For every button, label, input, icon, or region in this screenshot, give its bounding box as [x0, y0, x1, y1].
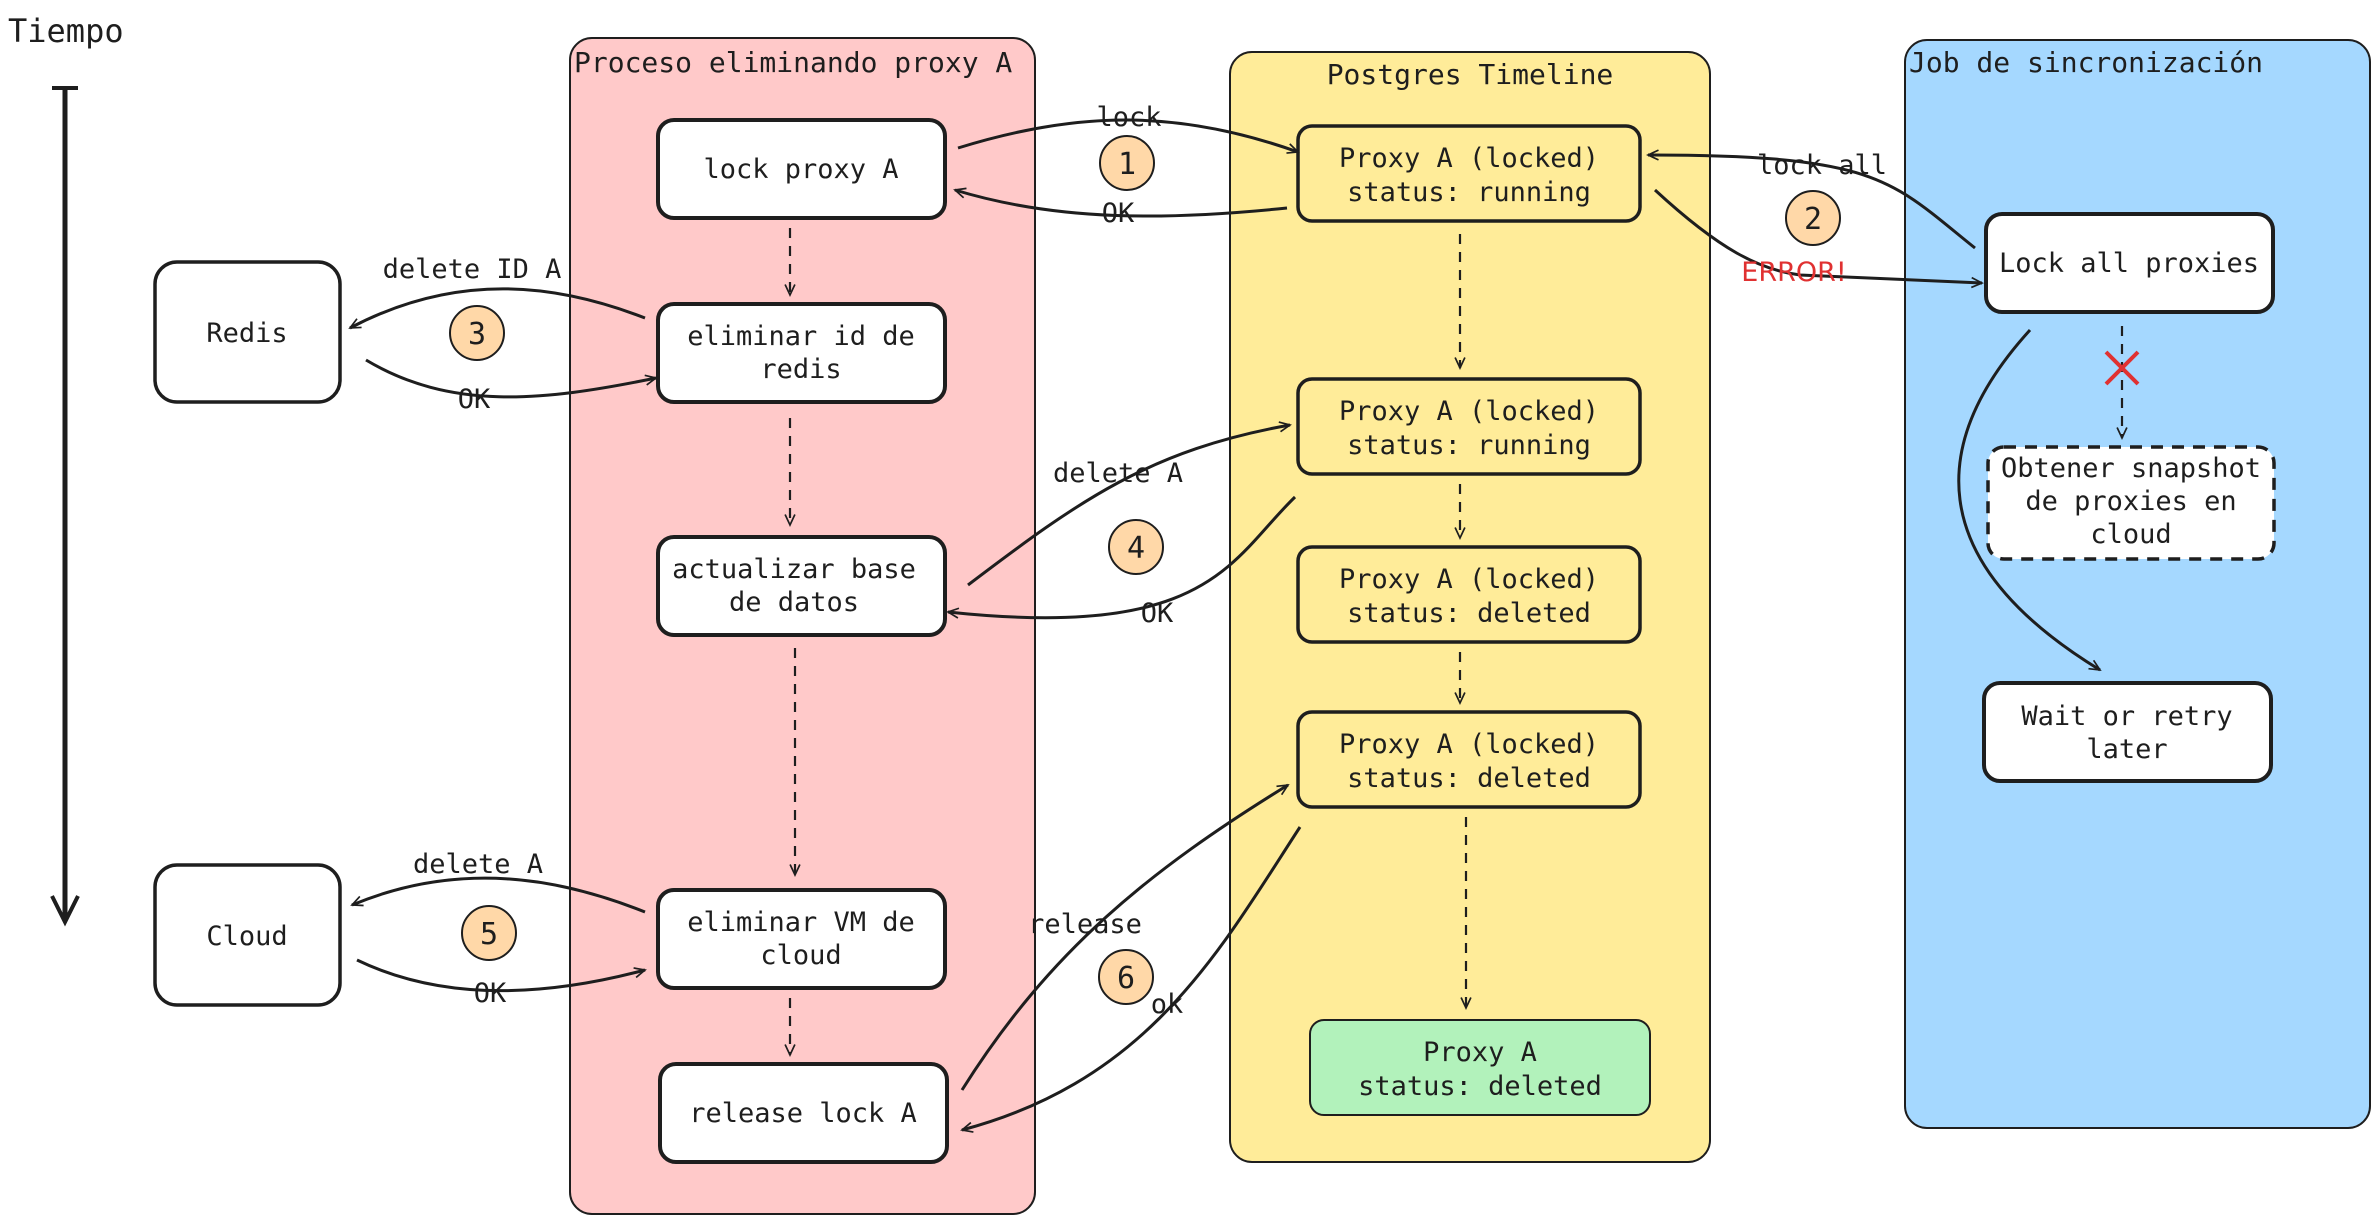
sync-snapshot-line1: Obtener snapshot — [2001, 453, 2261, 484]
step-badge-4-text: 4 — [1127, 531, 1145, 566]
arrow-release — [960, 783, 1290, 1091]
arrow-delete-db — [967, 421, 1292, 587]
arrow-redis-ok-label: OK — [458, 384, 491, 415]
pg-state-4-line1: Proxy A (locked) — [1339, 729, 1599, 760]
process-flow-connectors — [784, 228, 801, 1057]
step-release-lock — [658, 1062, 949, 1164]
step-badge-1-text: 1 — [1118, 147, 1136, 182]
arrow-delete-cloud-label: delete A — [413, 849, 543, 880]
arrow-release-ok-label: ok — [1151, 989, 1184, 1020]
cloud-label: Cloud — [206, 921, 287, 952]
lane-sync — [1904, 39, 2371, 1129]
step-badge-2: 2 — [1785, 190, 1841, 246]
sync-wait-retry-line2: later — [2086, 734, 2167, 765]
pg-state-final-line1: Proxy A — [1423, 1037, 1537, 1068]
blocked-x-icon — [2104, 350, 2140, 386]
pg-state-1 — [1296, 124, 1642, 223]
arrow-release-ok — [960, 826, 1302, 1133]
lane-postgres-title: Postgres Timeline — [1327, 58, 1614, 91]
postgres-flow-connectors — [1454, 234, 1472, 1010]
step-remove-vm-line1: eliminar VM de — [687, 907, 915, 938]
sync-lock-all — [1984, 212, 2275, 314]
pg-state-2-line1: Proxy A (locked) — [1339, 396, 1599, 427]
arrow-lock-ok — [953, 187, 1288, 218]
step-badge-6-text: 6 — [1117, 961, 1135, 996]
step-badge-4: 4 — [1108, 519, 1164, 575]
redis-label: Redis — [206, 318, 287, 349]
arrow-redis-ok — [365, 358, 658, 399]
step-badge-3-text: 3 — [468, 317, 486, 352]
step-release-lock-label: release lock A — [689, 1098, 917, 1129]
sync-lock-all-label: Lock all proxies — [1999, 248, 2259, 279]
step-lock-proxy-label: lock proxy A — [703, 154, 898, 185]
step-update-db-line2: de datos — [729, 587, 859, 618]
step-badge-1: 1 — [1099, 135, 1155, 191]
arrow-lock-label: lock — [1096, 102, 1161, 133]
sync-wait-retry — [1982, 681, 2273, 783]
redis-node — [153, 260, 342, 404]
lane-process-title: Proceso eliminando proxy A — [574, 46, 1012, 79]
arrow-db-ok — [946, 495, 1297, 620]
arrow-lock-all-label: lock all — [1757, 150, 1887, 181]
arrow-cloud-ok — [356, 958, 647, 993]
arrow-cloud-ok-label: OK — [474, 978, 507, 1009]
pg-state-2 — [1296, 377, 1642, 476]
step-remove-redis — [656, 302, 947, 404]
pg-state-3-line2: status: deleted — [1347, 598, 1591, 629]
step-badge-5-text: 5 — [480, 917, 498, 952]
arrow-delete-cloud — [350, 876, 646, 914]
arrow-error — [1653, 188, 1984, 289]
pg-state-4 — [1296, 710, 1642, 809]
sync-snapshot-line2: de proxies en — [2025, 486, 2236, 517]
pg-state-3 — [1296, 545, 1642, 644]
arrow-db-ok-label: OK — [1141, 598, 1174, 629]
step-badge-5: 5 — [461, 905, 517, 961]
arrow-delete-id — [348, 287, 646, 330]
step-badge-6: 6 — [1098, 949, 1154, 1005]
cloud-node — [153, 863, 342, 1007]
pg-state-4-line2: status: deleted — [1347, 763, 1591, 794]
pg-state-3-line1: Proxy A (locked) — [1339, 564, 1599, 595]
step-remove-vm-line2: cloud — [760, 940, 841, 971]
lane-sync-title: Job de sincronización — [1909, 46, 2263, 79]
pg-state-2-line2: status: running — [1347, 430, 1591, 461]
step-update-db-line1: actualizar base — [672, 554, 916, 585]
step-lock-proxy — [656, 118, 947, 220]
pg-state-final-line2: status: deleted — [1358, 1071, 1602, 1102]
pg-state-1-line1: Proxy A (locked) — [1339, 143, 1599, 174]
time-axis-arrow — [50, 86, 80, 927]
sync-fallback-arrow — [1957, 328, 2102, 672]
step-badge-2-text: 2 — [1804, 202, 1822, 237]
pg-state-1-line2: status: running — [1347, 177, 1591, 208]
arrow-error-label: ERROR! — [1741, 257, 1846, 288]
sync-snapshot — [1986, 445, 2276, 561]
arrow-delete-id-label: delete ID A — [383, 254, 562, 285]
step-remove-redis-line1: eliminar id de — [687, 321, 915, 352]
pg-state-final — [1309, 1019, 1651, 1116]
arrow-delete-db-label: delete A — [1053, 458, 1183, 489]
arrow-lock-ok-label: OK — [1102, 198, 1135, 229]
time-axis-label: Tiempo — [8, 12, 124, 50]
arrow-release-label: release — [1028, 909, 1142, 940]
sync-wait-retry-line1: Wait or retry — [2021, 701, 2232, 732]
step-remove-redis-line2: redis — [760, 354, 841, 385]
step-remove-vm — [656, 888, 947, 990]
arrow-lock-all — [1646, 149, 1976, 250]
arrow-lock — [957, 118, 1300, 154]
step-badge-3: 3 — [449, 305, 505, 361]
sync-snapshot-line3: cloud — [2090, 519, 2171, 550]
step-update-db — [656, 535, 947, 637]
